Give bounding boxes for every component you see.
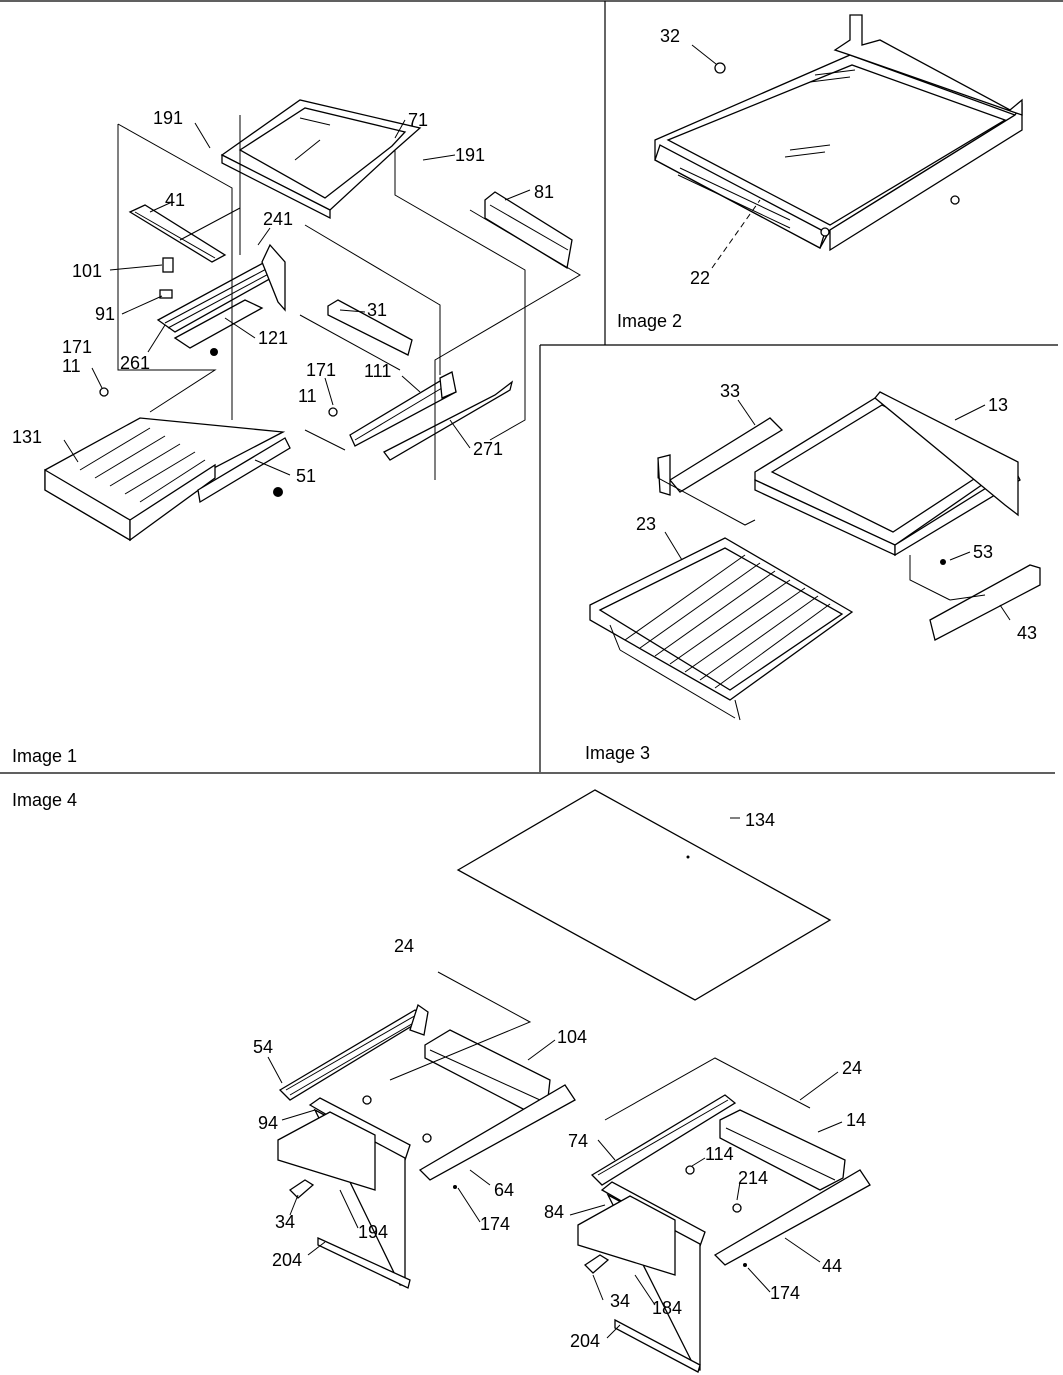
part-label-41: 41 (165, 190, 185, 210)
part-label-14: 14 (846, 1110, 866, 1130)
caption-image-1: Image 1 (12, 746, 77, 766)
part-labels: 191 71 191 81 41 241 101 91 261 121 31 1… (12, 26, 1037, 1351)
image-3-drawing (589, 391, 1041, 721)
part-label-171: 171 (62, 337, 92, 357)
part-label-11: 11 (298, 386, 317, 406)
part-label-101: 101 (72, 261, 102, 281)
part-label-53: 53 (973, 542, 993, 562)
part-label-104: 104 (557, 1027, 587, 1047)
part-label-43: 43 (1017, 623, 1037, 643)
caption-image-3: Image 3 (585, 743, 650, 763)
part-label-24: 24 (394, 936, 414, 956)
part-label-271: 271 (473, 439, 503, 459)
part-label-111: 111 (364, 361, 391, 381)
part-label-131: 131 (12, 427, 42, 447)
part-label-204: 204 (570, 1331, 600, 1351)
caption-image-2: Image 2 (617, 311, 682, 331)
image-2-drawing (654, 14, 1023, 269)
part-label-121: 121 (258, 328, 288, 348)
part-label-71: 71 (408, 110, 428, 130)
part-label-51: 51 (296, 466, 316, 486)
part-label-31: 31 (367, 300, 387, 320)
part-label-184: 184 (652, 1298, 682, 1318)
part-label-204: 204 (272, 1250, 302, 1270)
image-4-drawing (267, 789, 871, 1373)
part-label-194: 194 (358, 1222, 388, 1242)
caption-image-4: Image 4 (12, 790, 77, 810)
part-label-84: 84 (544, 1202, 564, 1222)
part-label-11: 11 (62, 356, 81, 376)
part-label-174: 174 (770, 1283, 800, 1303)
part-label-214: 214 (738, 1168, 768, 1188)
part-label-261: 261 (120, 353, 150, 373)
part-label-174: 174 (480, 1214, 510, 1234)
part-label-171: 171 (306, 360, 336, 380)
part-label-74: 74 (568, 1131, 588, 1151)
part-label-23: 23 (636, 514, 656, 534)
part-label-32: 32 (660, 26, 680, 46)
part-label-81: 81 (534, 182, 554, 202)
part-label-134: 134 (745, 810, 775, 830)
part-label-191: 191 (153, 108, 183, 128)
part-label-114: 114 (705, 1144, 734, 1164)
part-label-13: 13 (988, 395, 1008, 415)
panel-frames (0, 0, 1063, 774)
part-label-94: 94 (258, 1113, 278, 1133)
part-label-54: 54 (253, 1037, 273, 1057)
part-label-191: 191 (455, 145, 485, 165)
part-label-34: 34 (610, 1291, 630, 1311)
image-1-drawing (44, 99, 581, 542)
part-label-24: 24 (842, 1058, 862, 1078)
part-label-34: 34 (275, 1212, 295, 1232)
part-label-44: 44 (822, 1256, 842, 1276)
part-label-241: 241 (263, 209, 293, 229)
part-label-91: 91 (95, 304, 115, 324)
part-label-22: 22 (690, 268, 710, 288)
part-label-64: 64 (494, 1180, 514, 1200)
part-label-33: 33 (720, 381, 740, 401)
